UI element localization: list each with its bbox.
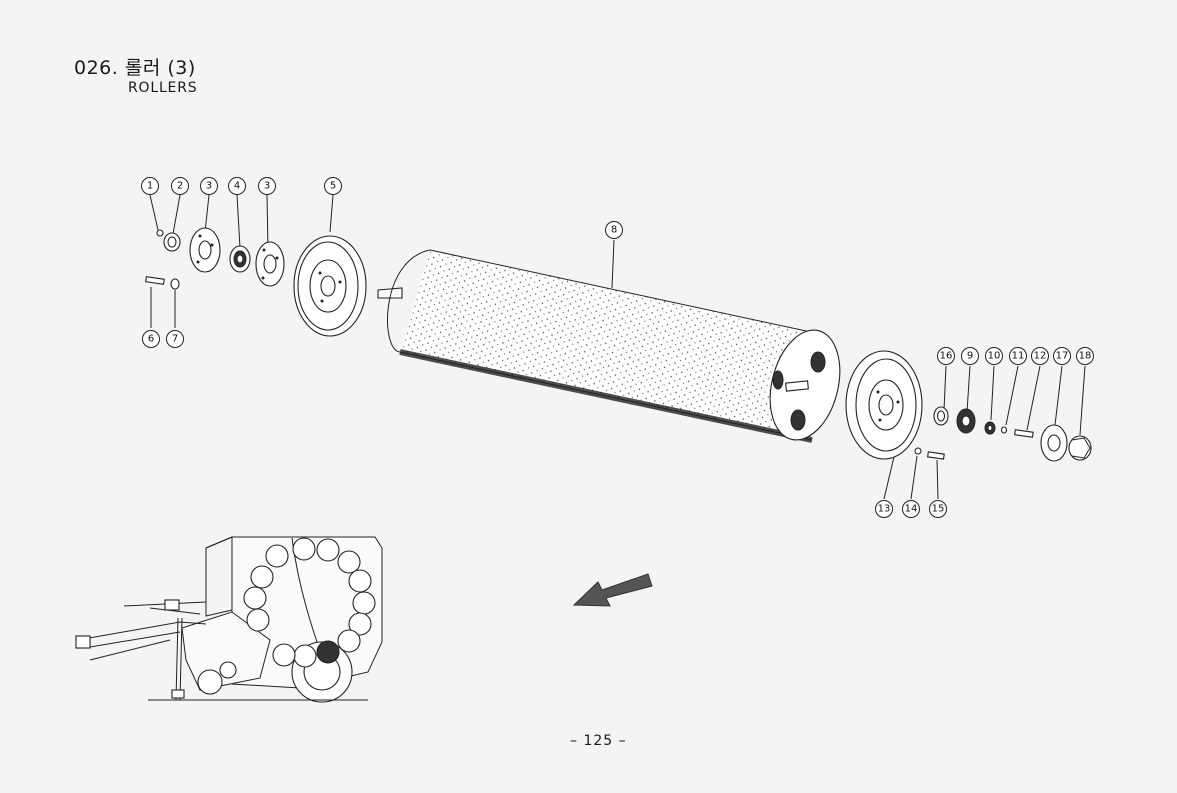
callout-8: 8	[605, 221, 623, 239]
callout-11: 11	[1009, 347, 1027, 365]
callout-6: 6	[142, 330, 160, 348]
page-number-dash-right: –	[613, 733, 627, 749]
svg-text:12: 12	[1034, 351, 1047, 362]
end-flange-right	[845, 350, 923, 460]
main-roller	[377, 249, 841, 443]
callout-4: 4	[228, 177, 246, 195]
svg-text:9: 9	[967, 351, 973, 362]
callout-13: 13	[875, 500, 893, 518]
direction-arrow-icon	[572, 573, 653, 607]
callout-10: 10	[985, 347, 1003, 365]
svg-text:15: 15	[932, 504, 945, 515]
svg-text:8: 8	[611, 225, 617, 236]
svg-text:13: 13	[878, 504, 891, 515]
svg-text:14: 14	[905, 504, 918, 515]
svg-text:4: 4	[234, 181, 240, 192]
right-bearing-assembly	[914, 406, 1092, 462]
callout-15: 15	[929, 500, 947, 518]
svg-text:3: 3	[264, 181, 270, 192]
svg-text:5: 5	[330, 181, 336, 192]
svg-text:7: 7	[172, 334, 178, 345]
end-flange-left	[293, 235, 367, 337]
page-title: 026. 롤러 (3) ROLLERS	[74, 56, 197, 96]
svg-text:17: 17	[1056, 351, 1069, 362]
callout-18: 18	[1076, 347, 1094, 365]
svg-text:2: 2	[177, 181, 183, 192]
title-english: ROLLERS	[128, 80, 198, 96]
callout-1: 1	[141, 177, 159, 195]
left-bearing-assembly	[145, 227, 285, 290]
page-number-dash-left: –	[570, 733, 584, 749]
page-number: – 125 –	[570, 733, 627, 749]
svg-text:10: 10	[988, 351, 1001, 362]
title-korean: 롤러 (3)	[124, 57, 196, 79]
callout-7: 7	[166, 330, 184, 348]
callout-16: 16	[937, 347, 955, 365]
svg-text:11: 11	[1012, 351, 1025, 362]
svg-text:16: 16	[940, 351, 953, 362]
callout-9: 9	[961, 347, 979, 365]
svg-text:18: 18	[1079, 351, 1092, 362]
page-number-value: 125	[583, 733, 614, 749]
callout-2: 2	[171, 177, 189, 195]
callout-5: 5	[324, 177, 342, 195]
callouts: 1 2 3 4 3 5 6 7 8 16 9 10 11 12 17 18 13…	[141, 177, 1094, 518]
svg-text:6: 6	[148, 334, 154, 345]
svg-text:1: 1	[147, 181, 153, 192]
baler-rollers	[243, 537, 376, 668]
callout-3a: 3	[200, 177, 218, 195]
baler-location-diagram	[75, 536, 383, 703]
callout-3b: 3	[258, 177, 276, 195]
callout-12: 12	[1031, 347, 1049, 365]
title-number: 026.	[74, 57, 119, 79]
callout-17: 17	[1053, 347, 1071, 365]
callout-14: 14	[902, 500, 920, 518]
title-main: 026. 롤러 (3)	[74, 56, 197, 80]
svg-text:3: 3	[206, 181, 212, 192]
